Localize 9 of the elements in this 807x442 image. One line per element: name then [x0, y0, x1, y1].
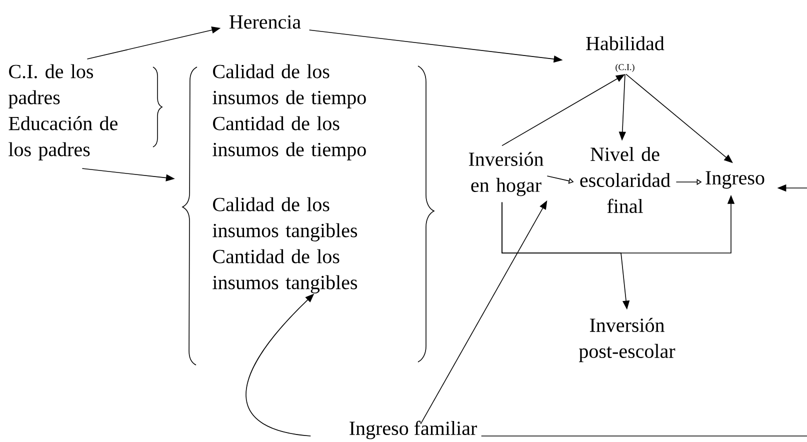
concept-label: Inversión en hogar [468, 152, 544, 196]
concept-label: C.I. de los padres Educación de los padres [8, 64, 118, 160]
concept-label: Herencia [230, 15, 301, 29]
concept-label: Inversión post-escolar [579, 318, 676, 362]
concept-label: Ingreso [706, 171, 764, 189]
concept-label: Habilidad (C.I.) [586, 36, 664, 72]
concept-label: Calidad de los insumos de tiempo Cantidad de los insumos de tiempo Calidad de los insumos tangibles Cantidad de los insumos tangibles [212, 64, 366, 294]
concept-label: Nivel de escolaridad final [580, 146, 670, 214]
concept-label: Ingreso familiar [350, 420, 477, 440]
